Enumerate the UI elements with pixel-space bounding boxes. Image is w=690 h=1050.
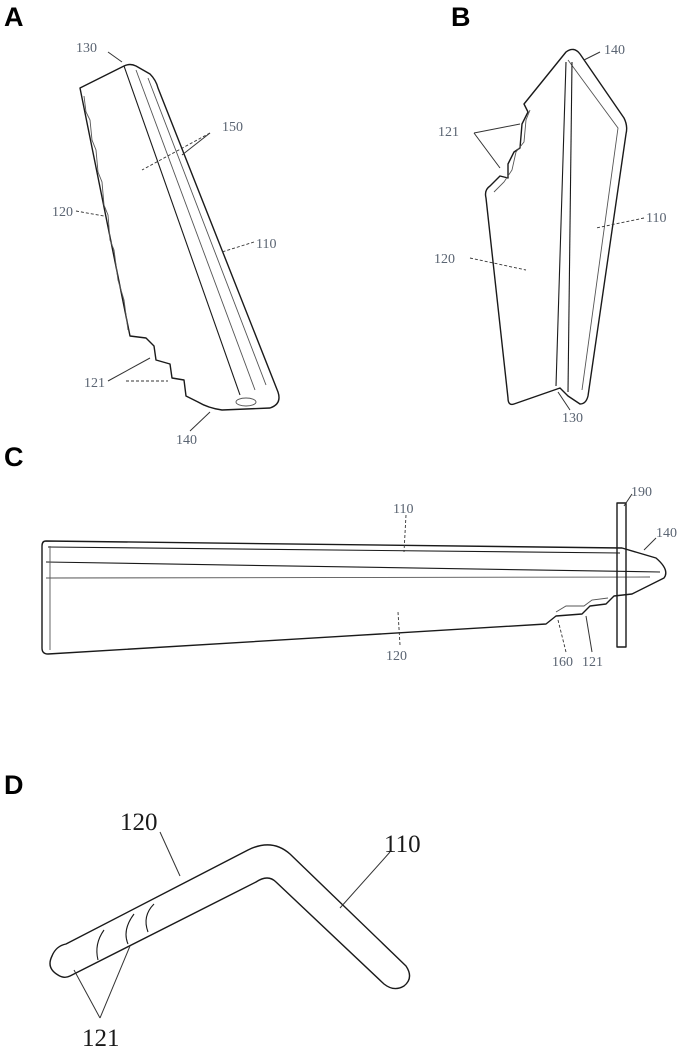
panel-d-ref-120: 120 — [120, 809, 158, 836]
panel-b-blade-outline — [484, 48, 628, 406]
panel-d-ref-110: 110 — [384, 831, 421, 858]
panel-d-divider-3 — [145, 903, 155, 933]
panel-a-leader-110 — [221, 241, 255, 253]
panel-c-ref-120: 120 — [386, 649, 407, 664]
panel-d-leader-121b — [99, 945, 131, 1019]
panel-d-leader-121a — [73, 969, 101, 1019]
panel-a-ref-120: 120 — [52, 205, 73, 220]
panel-d-ref-121: 121 — [82, 1025, 120, 1050]
panel-b-ref-120: 120 — [434, 252, 455, 267]
panel-b-leader-140 — [583, 51, 601, 61]
panel-b-ref-130: 130 — [562, 411, 583, 426]
panel-a-blade-outline — [79, 63, 280, 411]
panel-b-leader-121a — [473, 123, 521, 134]
panel-c-ref-110: 110 — [393, 502, 413, 517]
panel-b-spine-left — [555, 61, 567, 387]
panel-a-ref-140: 140 — [176, 433, 197, 448]
panel-a-leader-150b — [181, 132, 211, 156]
panel-b-leader-130 — [557, 391, 571, 411]
panel-b-leader-120 — [469, 257, 527, 271]
panel-a-leader-140 — [189, 411, 211, 432]
panel-b-ref-140: 140 — [604, 43, 625, 58]
panel-a: A 130 150 120 110 121 140 — [4, 2, 280, 448]
panel-c-leader-110 — [403, 514, 407, 553]
panel-a-back-edge — [83, 95, 129, 331]
panel-c-ref-160: 160 — [552, 655, 573, 670]
panel-d-cross-section — [49, 844, 411, 990]
panel-c-ref-121: 121 — [582, 655, 603, 670]
panel-b: B 140 121 110 120 130 — [434, 2, 666, 426]
panel-a-leader-120 — [75, 210, 105, 217]
panel-c-blade-outline — [41, 540, 667, 655]
panel-a-ref-121: 121 — [84, 376, 105, 391]
panel-b-ref-121: 121 — [438, 125, 459, 140]
panel-b-notch-inner — [493, 109, 531, 193]
panel-c-ridge-upper — [45, 561, 661, 573]
panel-a-tip-hole — [235, 397, 257, 407]
panel-c-ridge-lower — [45, 576, 651, 579]
panel-c-ref-140: 140 — [656, 526, 677, 541]
panel-c-cutting-plane-190 — [616, 502, 627, 648]
panel-c-leader-120 — [397, 611, 401, 646]
panel-c-leader-160 — [557, 619, 567, 653]
panel-c-ref-190: 190 — [631, 485, 652, 500]
panel-a-ref-150: 150 — [222, 120, 243, 135]
panel-a-ridge-front — [123, 65, 241, 396]
panel-c-leader-121 — [585, 615, 593, 653]
panel-b-leader-110 — [595, 217, 645, 229]
panel-c-top-edge-inner — [47, 546, 621, 554]
panel-c-leader-140 — [643, 537, 657, 551]
panel-d-letter: D — [4, 770, 24, 800]
panel-d-divider-2 — [125, 913, 135, 945]
panel-c-leader-190 — [623, 493, 633, 507]
panel-c-letter: C — [4, 442, 24, 472]
panel-a-ridge-back — [147, 77, 267, 386]
panel-d-leader-110 — [339, 851, 391, 909]
panel-b-inner-contour — [567, 59, 619, 391]
panel-d-divider-1 — [96, 929, 105, 961]
panel-a-leader-121a — [107, 357, 151, 382]
panel-a-letter: A — [4, 2, 24, 32]
panel-b-letter: B — [451, 2, 471, 32]
panel-a-leader-130 — [107, 51, 123, 63]
panel-d: D 120 110 121 — [4, 770, 421, 1050]
panel-d-leader-120 — [159, 831, 181, 877]
panel-b-ref-110: 110 — [646, 211, 666, 226]
panel-a-ridge-mid — [135, 69, 256, 391]
panel-a-ref-110: 110 — [256, 237, 276, 252]
panel-b-leader-121b — [473, 132, 501, 169]
panel-a-leader-150a — [141, 132, 211, 171]
panel-b-spine-right — [567, 61, 573, 393]
panel-a-ref-130: 130 — [76, 41, 97, 56]
panel-c: C 190 110 140 120 160 121 — [4, 442, 677, 670]
panel-c-notch-inner — [555, 597, 609, 613]
